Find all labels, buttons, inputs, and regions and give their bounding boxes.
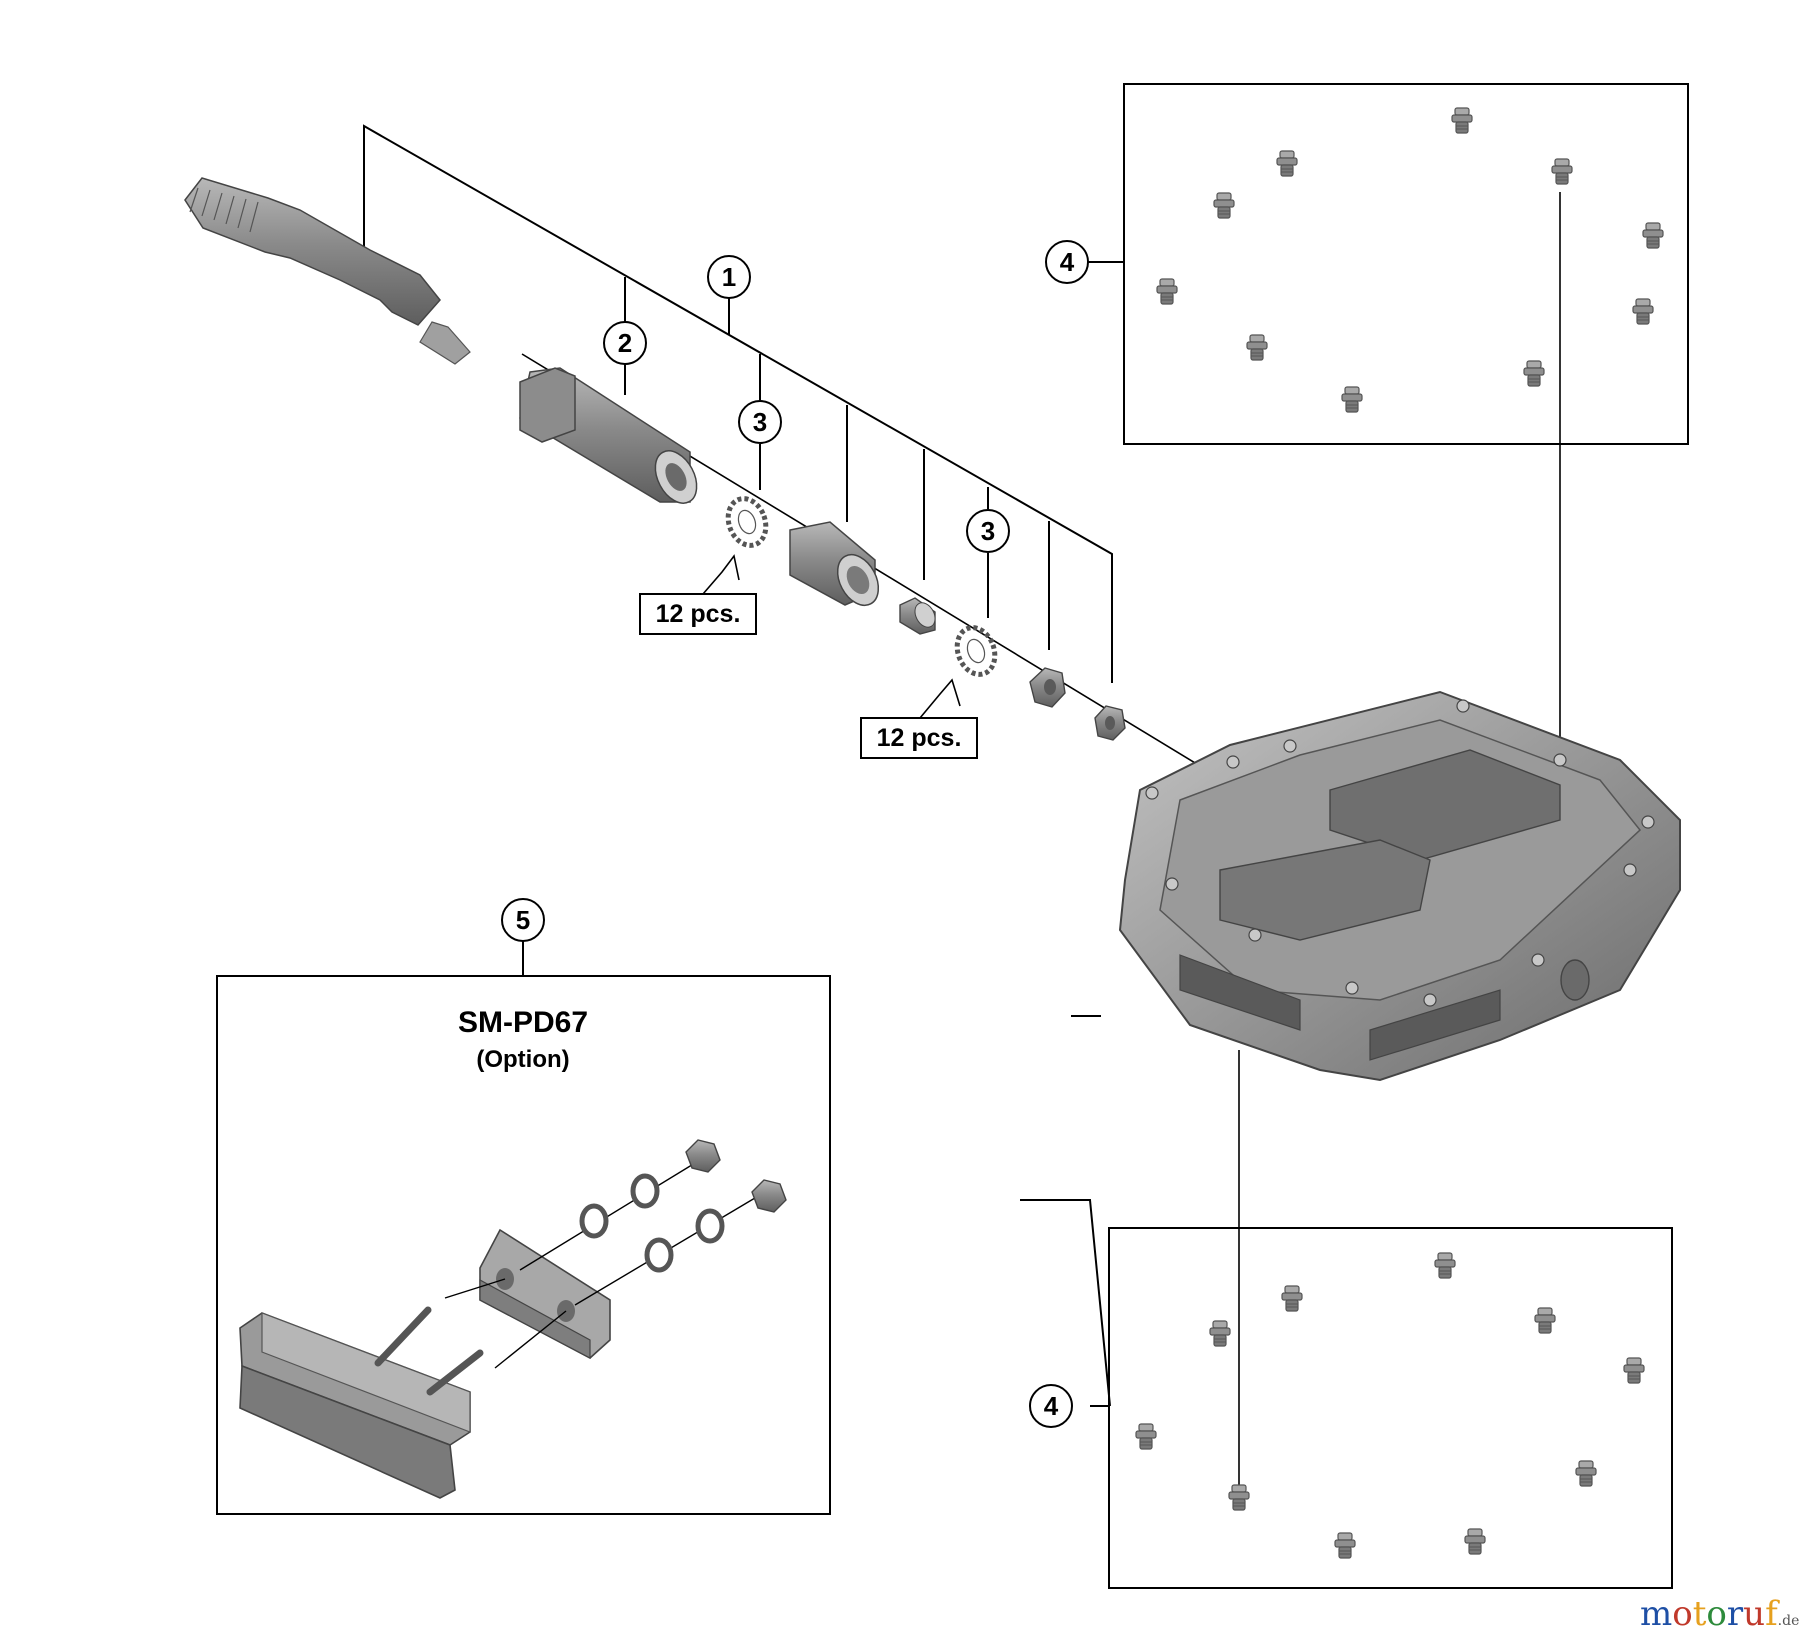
pins-box-bottom — [1108, 1227, 1673, 1589]
svg-text:12 pcs.: 12 pcs. — [656, 600, 741, 628]
pedal-body — [1118, 690, 1681, 1082]
watermark-brand: motoruf — [1640, 1594, 1778, 1634]
lock-nut — [1029, 667, 1066, 708]
callout-2: 2 — [603, 321, 647, 365]
quantity-label-1: 12 pcs. — [639, 554, 757, 635]
callout-5: 5 — [501, 898, 545, 942]
svg-text:5: 5 — [516, 905, 530, 935]
pedal-pins — [1135, 1252, 1645, 1559]
pedal-pins — [1156, 107, 1664, 413]
option-box: SM-PD67 (Option) — [216, 975, 831, 1515]
option-leader-lines — [444, 1159, 761, 1369]
washers — [579, 1173, 725, 1273]
nuts — [685, 1139, 787, 1213]
svg-text:4: 4 — [1044, 1391, 1059, 1421]
svg-text:3: 3 — [753, 407, 767, 437]
svg-text:12 pcs.: 12 pcs. — [877, 724, 962, 752]
callout-4-bottom: 4 — [1029, 1384, 1073, 1428]
bearing-cup — [789, 521, 880, 607]
svg-text:1: 1 — [722, 262, 736, 292]
option-title: SM-PD67 — [458, 1006, 588, 1039]
callout-3a: 3 — [738, 400, 782, 444]
reflector — [239, 1312, 471, 1499]
cone — [899, 597, 936, 635]
nut — [1094, 705, 1126, 741]
pedal-axle — [184, 177, 471, 365]
quantity-label-2: 12 pcs. — [860, 678, 978, 759]
watermark-logo: motoruf.de — [1640, 1594, 1799, 1634]
callout-4-top: 4 — [1045, 240, 1089, 284]
svg-text:4: 4 — [1060, 247, 1075, 277]
reflector-bolts — [374, 1306, 484, 1396]
leader-lines — [363, 124, 1561, 1495]
watermark-tld: .de — [1777, 1613, 1800, 1629]
ball-retainer — [725, 496, 769, 548]
pins-box-top — [1123, 83, 1689, 445]
callout-1: 1 — [707, 255, 751, 299]
svg-text:2: 2 — [618, 328, 632, 358]
axle-sleeve — [519, 367, 698, 504]
callout-3b: 3 — [966, 509, 1010, 553]
ball-retainer — [954, 625, 998, 677]
reflector-bracket — [479, 1228, 611, 1359]
option-subtitle: (Option) — [476, 1046, 569, 1073]
svg-text:3: 3 — [981, 516, 995, 546]
